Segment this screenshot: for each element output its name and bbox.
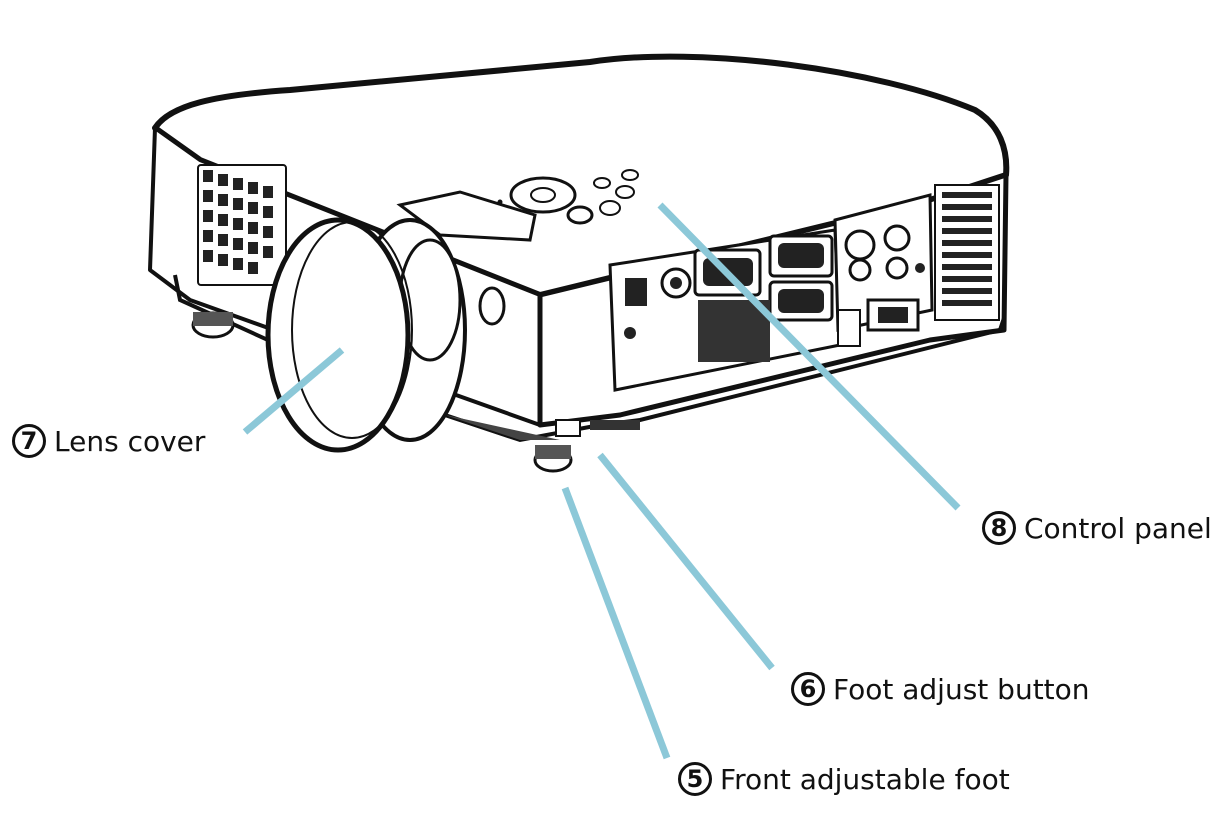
callout-number-8: 8 (982, 511, 1016, 545)
leader-lines (242, 202, 961, 760)
foot-adjust-button (555, 419, 640, 437)
right-vent-grille (934, 184, 1000, 321)
projector-top-surface (152, 53, 1010, 298)
left-vent-grille (197, 164, 287, 286)
lens-cover-disk (265, 217, 413, 453)
leader-control-panel (657, 202, 961, 511)
front-adjustable-foot (533, 445, 573, 473)
callout-label-front-adjustable-foot: Front adjustable foot (720, 762, 1010, 796)
callout-front-adjustable-foot: 5 Front adjustable foot (678, 762, 1010, 796)
callout-label-lens-cover: Lens cover (54, 424, 206, 458)
leader-lens-cover (242, 347, 345, 435)
callout-foot-adjust-button: 6 Foot adjust button (791, 672, 1090, 706)
callout-control-panel: 8 Control panel (982, 511, 1212, 545)
rear-foot (191, 311, 235, 339)
leader-foot-adjust-button (597, 452, 775, 671)
callout-label-foot-adjust-button: Foot adjust button (833, 672, 1090, 706)
callout-number-7: 7 (12, 424, 46, 458)
leader-front-adjustable-foot (561, 486, 671, 760)
control-panel (497, 169, 639, 225)
ir-sensor (478, 286, 506, 326)
callout-number-5: 5 (678, 762, 712, 796)
callout-number-6: 6 (791, 672, 825, 706)
callout-lens-cover: 7 Lens cover (12, 424, 205, 458)
connector-panel (608, 193, 934, 392)
callout-label-control-panel: Control panel (1024, 511, 1212, 545)
